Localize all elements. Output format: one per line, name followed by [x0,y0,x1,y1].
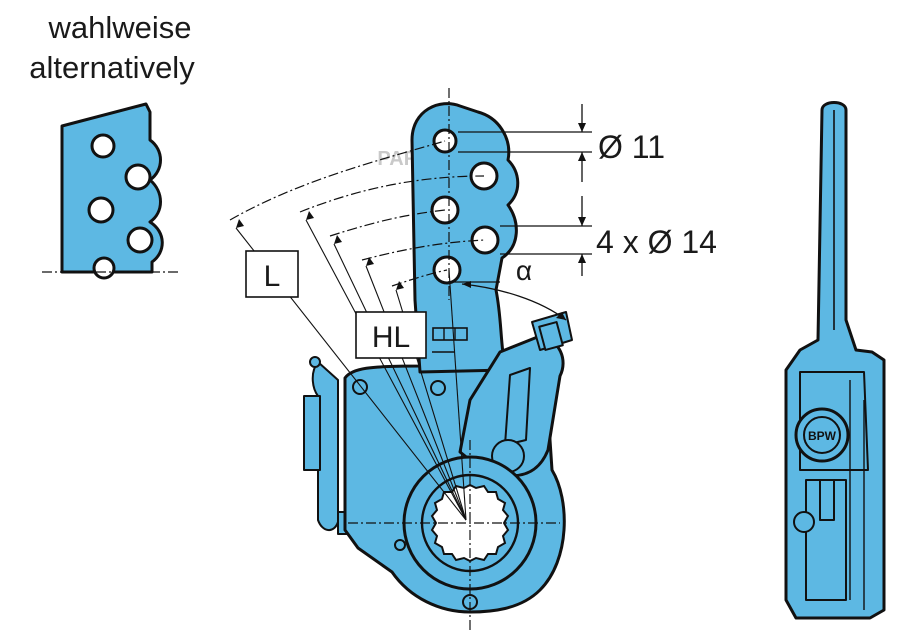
large-holes-diameter: 4 x Ø 14 [596,224,717,260]
angle-label: α [516,255,532,286]
length-l-box [245,250,299,298]
bpw-logo-text: BPW [808,429,837,443]
dimension-arcs [229,140,567,521]
small-hole-diameter: Ø 11 [598,129,665,165]
alternative-arm-detail [42,102,180,280]
length-l-label: L [264,260,281,293]
arm-hole-4 [470,225,500,255]
arm-hole-3 [430,195,460,225]
side-view: BPW [784,101,886,620]
length-hl-label: HL [372,321,410,354]
main-slack-adjuster [303,88,573,630]
hole-dimensions [458,104,592,276]
alt-label-english: alternatively [29,50,195,85]
length-hl-box [355,311,427,359]
alt-label-german: wahlweise [47,10,191,45]
